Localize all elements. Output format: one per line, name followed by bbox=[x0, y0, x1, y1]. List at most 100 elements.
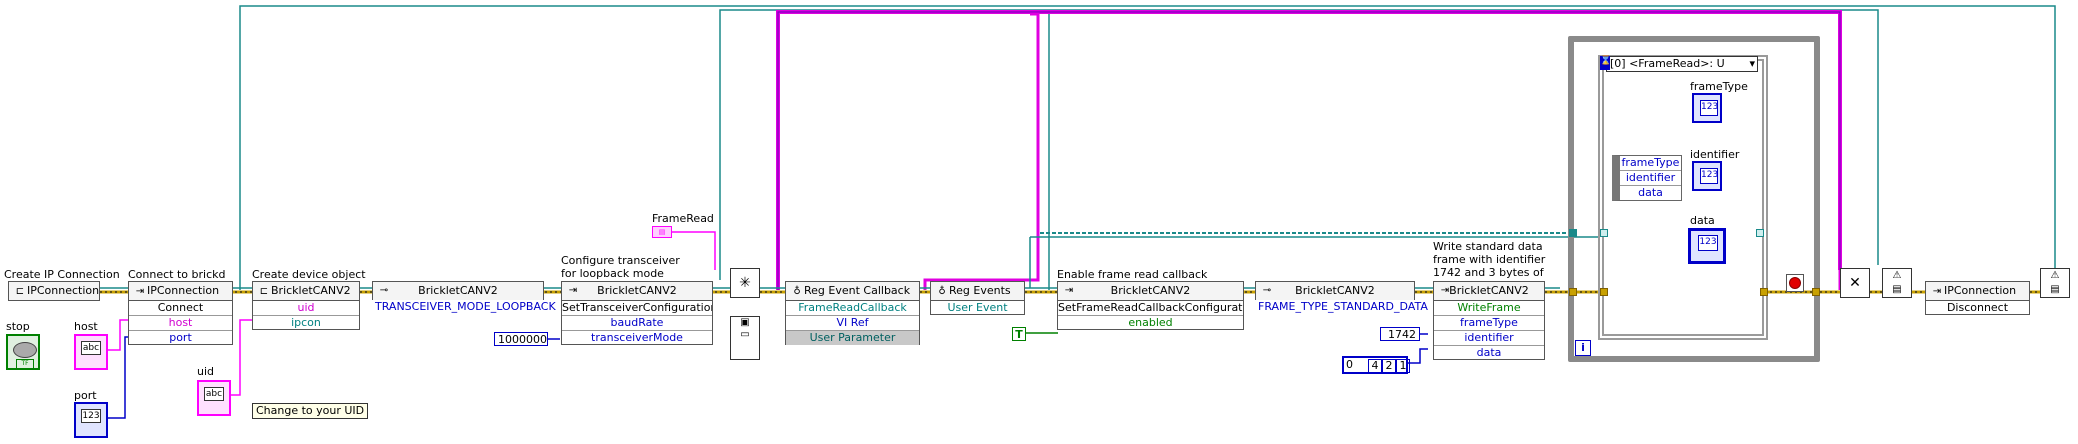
loop-tunnel-error-left bbox=[1569, 288, 1577, 296]
error-icon: ⚠ bbox=[1892, 270, 1902, 281]
error-icon-2: ⚠ bbox=[2050, 270, 2060, 281]
frame-type-indicator-label: frameType bbox=[1690, 80, 1748, 93]
invoke-icon-2: ⇥ bbox=[1064, 285, 1074, 296]
host-str-glyph: abc bbox=[81, 341, 101, 355]
property-icon-2: ⊸ bbox=[1262, 285, 1272, 296]
transceiver-mode-row: transceiverMode bbox=[591, 331, 683, 344]
port-param-row: port bbox=[169, 331, 192, 344]
user-event-row: User Event bbox=[947, 301, 1008, 314]
baud-rate-constant[interactable]: 1000000 bbox=[494, 332, 548, 346]
vi-ref-row: VI Ref bbox=[786, 316, 919, 331]
frameread-label: FrameRead bbox=[652, 212, 714, 225]
frameread-callback-row: FrameReadCallback bbox=[786, 301, 919, 316]
frameread-terminal[interactable]: ▤ bbox=[652, 226, 672, 238]
create-device-label: Create device object bbox=[252, 268, 366, 281]
user-parameter-row: User Parameter bbox=[786, 331, 919, 345]
invoke-icon-3: ⇥ bbox=[1440, 285, 1450, 296]
loop-tunnel-error-right bbox=[1812, 288, 1820, 296]
port-label: port bbox=[74, 389, 97, 402]
change-uid-tooltip: Change to your UID bbox=[252, 403, 369, 419]
identifier-param-row: identifier bbox=[1434, 331, 1544, 346]
disconnect-method-row: Disconnect bbox=[1946, 301, 2009, 314]
array-value-2: 1 bbox=[1396, 359, 1410, 373]
create-ip-label: Create IP Connection bbox=[4, 268, 120, 281]
uid-control[interactable]: abc bbox=[197, 380, 231, 416]
ipcon-disconnect-node[interactable]: ⇥IPConnection Disconnect bbox=[1925, 281, 2030, 315]
data-param-row: data bbox=[1476, 346, 1502, 359]
identifier-constant[interactable]: 1742 bbox=[1380, 327, 1420, 341]
array-value-1: 2 bbox=[1382, 359, 1396, 373]
reg-events-node[interactable]: ♁Reg Events User Event bbox=[930, 281, 1025, 315]
reg-cb-title: Reg Event Callback bbox=[804, 284, 911, 297]
frame-type-constant[interactable]: FRAME_TYPE_STANDARD_DATA bbox=[1255, 300, 1428, 314]
frame-type-indicator[interactable]: 123 bbox=[1692, 93, 1722, 123]
ipcon-disc-title: IPConnection bbox=[1944, 284, 2017, 297]
data-array-indicator[interactable]: 123 bbox=[1688, 228, 1726, 264]
ipcon-create-title: IPConnection bbox=[27, 284, 99, 297]
data-indicator-label: data bbox=[1690, 214, 1715, 227]
can-create-node[interactable]: ⊏BrickletCANV2 uid ipcon bbox=[252, 281, 360, 330]
can-set-transceiver-node[interactable]: ⇥ BrickletCANV2 SetTransceiverConfigurati… bbox=[561, 281, 713, 345]
event-data-tunnel-right bbox=[1756, 229, 1764, 237]
stop-condition-icon[interactable] bbox=[1786, 274, 1804, 292]
case-tunnel-error-left bbox=[1600, 288, 1608, 296]
ipcon-create-node[interactable]: ⊏IPConnection bbox=[8, 281, 100, 301]
can-ref-node[interactable]: ⊸ BrickletCANV2 bbox=[372, 281, 544, 301]
reg-event-callback-node[interactable]: ♁Reg Event Callback FrameReadCallback VI… bbox=[785, 281, 920, 345]
create-user-event-node[interactable]: ✳ bbox=[730, 268, 760, 298]
uid-str-glyph: abc bbox=[204, 387, 224, 401]
can-ref2-title: BrickletCANV2 bbox=[1295, 284, 1375, 297]
can-enable-callback-node[interactable]: ⇥ BrickletCANV2 SetFrameReadCallbackConfi… bbox=[1057, 281, 1244, 330]
set-transceiver-method-row: SetTransceiverConfiguration bbox=[562, 301, 712, 316]
while-loop[interactable] bbox=[1568, 36, 1820, 362]
error-handler-node[interactable]: ⚠▤ bbox=[1882, 268, 1912, 298]
stop-label: stop bbox=[6, 320, 30, 333]
ipcon-connect-title: IPConnection bbox=[147, 284, 220, 297]
connect-label: Connect to brickd bbox=[128, 268, 226, 281]
disconnect-icon: ⇥ bbox=[1932, 286, 1942, 297]
connect-method-row: Connect bbox=[129, 301, 232, 316]
uid-param-row: uid bbox=[253, 301, 359, 316]
can-write-title: BrickletCANV2 bbox=[1449, 284, 1529, 297]
this-vi-icon: ▣ bbox=[740, 317, 750, 328]
can-set-tx-title: BrickletCANV2 bbox=[597, 284, 677, 297]
can-ref2-node[interactable]: ⊸ BrickletCANV2 bbox=[1255, 281, 1415, 301]
array-constant[interactable]: 0 4 2 1 bbox=[1342, 356, 1410, 374]
transceiver-mode-constant[interactable]: TRANSCEIVER_MODE_LOOPBACK bbox=[372, 300, 556, 314]
simple-error-handler-node[interactable]: ⚠▤ bbox=[2040, 268, 2070, 298]
stop-control[interactable]: TF bbox=[6, 334, 40, 370]
host-label: host bbox=[74, 320, 98, 333]
can-enable-title: BrickletCANV2 bbox=[1110, 284, 1191, 297]
dialog-icon-2: ▤ bbox=[2050, 284, 2060, 295]
event-data-tunnel-left bbox=[1600, 229, 1608, 237]
unbundle-data: data bbox=[1638, 186, 1663, 199]
ipconnection-icon: ⊏ bbox=[15, 286, 25, 297]
unregister-events-node[interactable]: ✕ bbox=[1840, 268, 1870, 298]
event-icon: ♁ bbox=[793, 286, 801, 297]
host-param-row: host bbox=[129, 316, 232, 331]
event-case-selector[interactable]: [0] <FrameRead>: U ▾ bbox=[1606, 56, 1758, 72]
enabled-true-constant[interactable]: T bbox=[1012, 327, 1026, 341]
port-num-glyph: 123 bbox=[81, 409, 101, 423]
unbundle-by-name[interactable]: frameType identifier data bbox=[1612, 155, 1682, 201]
ipcon-connect-node[interactable]: ⇥IPConnection Connect host port bbox=[128, 281, 233, 345]
vi-ref-node[interactable]: ▣▭ bbox=[730, 316, 760, 360]
case-tunnel-error-right bbox=[1760, 288, 1768, 296]
set-callback-method-row: SetFrameReadCallbackConfiguration bbox=[1058, 301, 1243, 316]
configure-label: Configure transceiver for loopback mode bbox=[561, 254, 680, 280]
host-control[interactable]: abc bbox=[74, 334, 108, 370]
num-glyph-1: 123 bbox=[1700, 100, 1718, 116]
chevron-down-icon: ▾ bbox=[1749, 57, 1755, 70]
property-icon: ⊸ bbox=[379, 285, 389, 296]
arrow-icon: ⇥ bbox=[135, 286, 145, 297]
identifier-indicator[interactable]: 123 bbox=[1692, 161, 1722, 191]
unbundle-identifier: identifier bbox=[1620, 171, 1681, 186]
write-frame-method-row: WriteFrame bbox=[1434, 301, 1544, 316]
stop-tf-glyph: TF bbox=[16, 359, 34, 369]
can-write-frame-node[interactable]: ⇥BrickletCANV2 WriteFrame frameType iden… bbox=[1433, 281, 1545, 360]
can-ref-title: BrickletCANV2 bbox=[418, 284, 498, 297]
port-control[interactable]: 123 bbox=[74, 402, 108, 438]
stop-button-icon bbox=[13, 342, 37, 358]
invoke-icon: ⇥ bbox=[568, 285, 578, 296]
num-glyph-2: 123 bbox=[1700, 168, 1718, 184]
